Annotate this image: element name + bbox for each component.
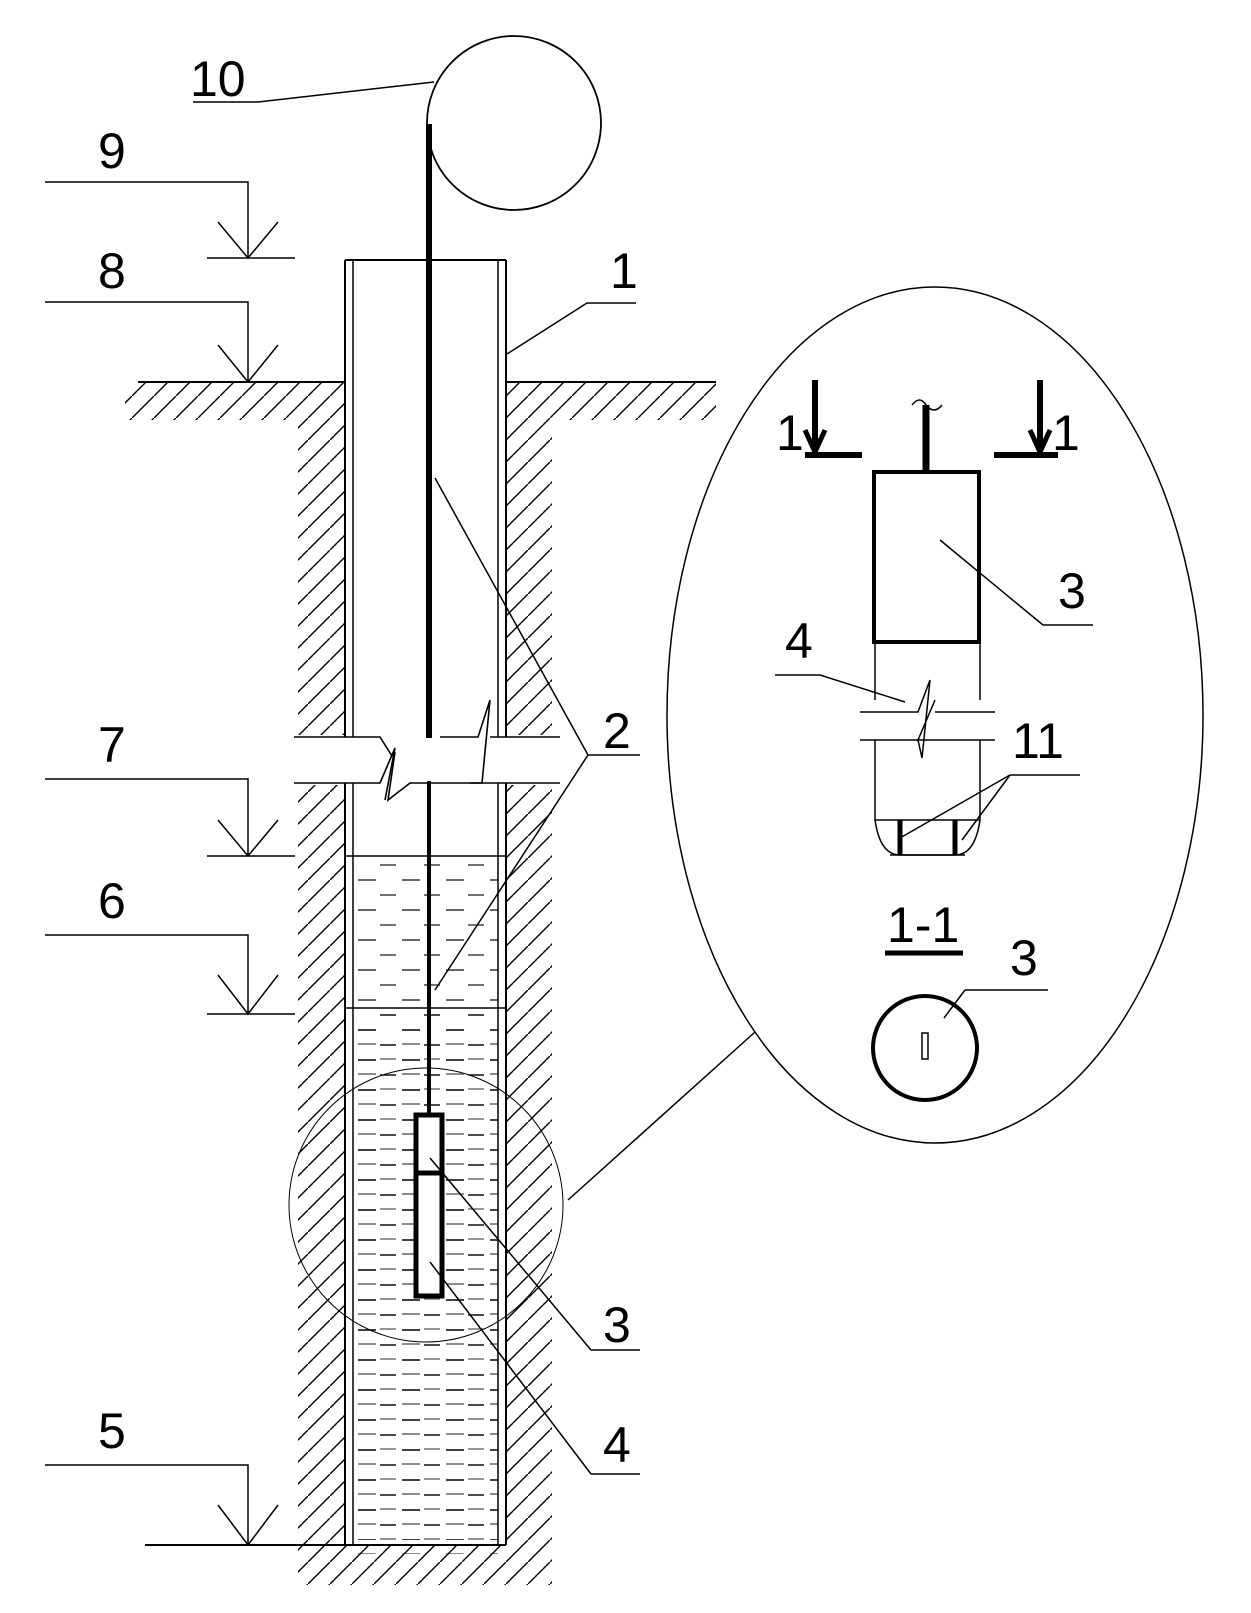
label-casing: 1 (610, 243, 638, 299)
detail-view (666, 286, 1204, 1144)
label-reel: 10 (190, 51, 246, 107)
label-sensor: 3 (603, 1297, 631, 1353)
label-detail-housing: 4 (785, 613, 813, 669)
ground-surface (125, 381, 716, 420)
break-line (294, 699, 560, 802)
label-section-mark-left: 1 (776, 405, 804, 461)
label-section-mark-right: 1 (1052, 405, 1080, 461)
label-static-water-level: 6 (98, 873, 126, 929)
downhole-probe (413, 1112, 445, 1299)
label-section-title: 1-1 (887, 897, 959, 953)
label-bottom-level: 5 (98, 1403, 126, 1459)
label-housing: 4 (603, 1417, 631, 1473)
label-dynamic-water-level: 7 (98, 717, 126, 773)
detail-callout-circle (288, 1067, 564, 1343)
label-ground-level: 8 (98, 243, 126, 299)
cable-reel (426, 35, 602, 211)
detail-leader (567, 1031, 756, 1201)
label-casing-top-level: 9 (98, 123, 126, 179)
casing-pipe (344, 259, 507, 1546)
leader-lines (45, 81, 1093, 1547)
label-detail-sensor: 3 (1058, 563, 1086, 619)
label-slots: 11 (1012, 713, 1064, 769)
label-section-sensor: 3 (1010, 930, 1038, 986)
label-cable: 2 (603, 703, 631, 759)
